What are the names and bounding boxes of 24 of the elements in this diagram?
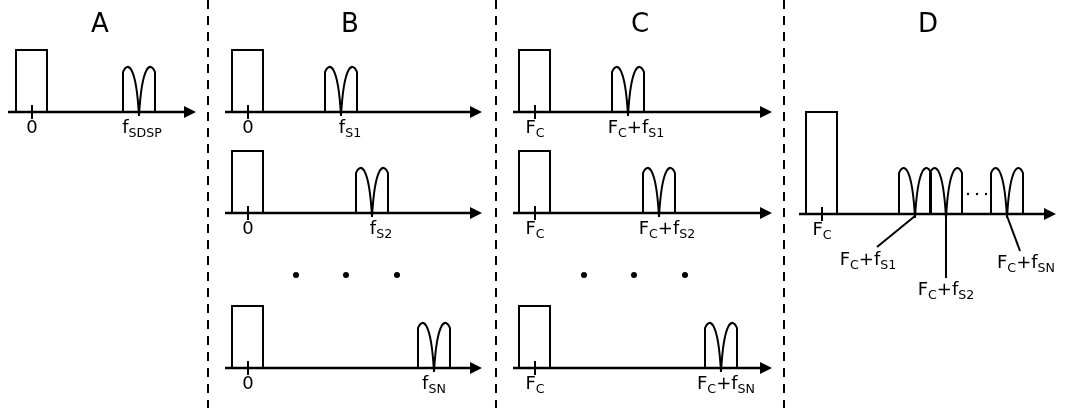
axis-label: F$_{C}$+f$_{S1}$	[607, 118, 665, 136]
axis-label: F$_{C}$	[525, 118, 545, 136]
axis-label: F$_{C}$+f$_{S2}$	[638, 219, 696, 237]
leader-line	[945, 215, 947, 279]
axis-label: F$_{C}$	[525, 219, 545, 237]
leader-line	[1006, 215, 1021, 252]
panel-letter: B	[341, 10, 359, 36]
axis-label: F$_{C}$+f$_{SN}$	[697, 374, 755, 392]
spectrum-lobe	[929, 167, 963, 219]
panel-letter: A	[91, 10, 109, 36]
leader-line	[876, 215, 916, 248]
axis-label: 0	[242, 219, 254, 237]
axis-label: F$_{C}$	[525, 374, 545, 392]
axis-label: 0	[242, 374, 254, 392]
frequency-label: F$_{C}$+f$_{SN}$	[997, 253, 1055, 271]
axis-label: F$_{C}$	[812, 220, 832, 238]
panel-letter: D	[918, 10, 938, 36]
axis-label: 0	[242, 118, 254, 136]
spectrum-lobe	[990, 167, 1024, 219]
panel-letter: C	[630, 10, 650, 36]
frequency-label: F$_{C}$+f$_{S1}$	[839, 250, 897, 268]
axis-label: 0	[26, 118, 38, 136]
spectrum-lobe	[898, 167, 932, 219]
frequency-label: F$_{C}$+f$_{S2}$	[917, 280, 975, 298]
